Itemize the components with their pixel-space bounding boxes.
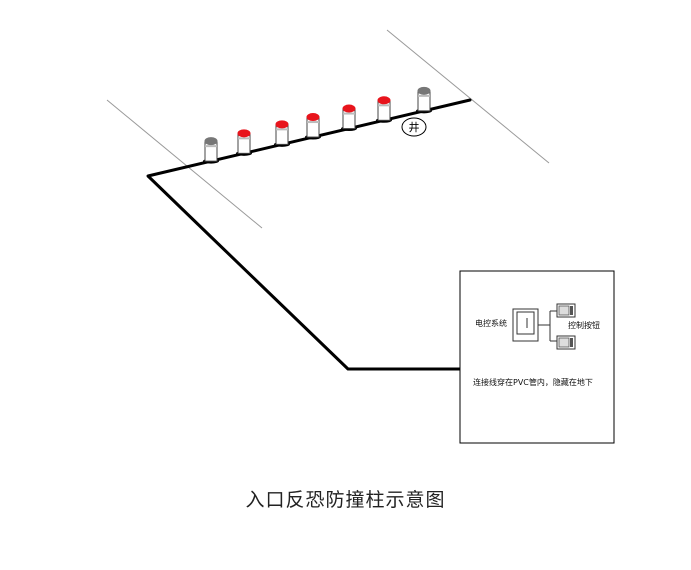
control-button-icon-bottom — [556, 335, 576, 350]
bollard-cap — [377, 96, 391, 105]
bollard-band — [205, 145, 217, 148]
bollard-cap — [306, 113, 320, 122]
electric-cabinet-icon — [512, 308, 539, 342]
bollard — [341, 104, 357, 132]
control-button-label: 控制按钮 — [568, 320, 600, 330]
bollard-band — [343, 112, 355, 115]
bollard-cap — [342, 104, 356, 113]
bollard-band — [307, 121, 319, 124]
cable-route — [146, 174, 484, 371]
bollard — [274, 120, 290, 147]
electric-control-label: 电控系统 — [475, 318, 507, 328]
bollard — [376, 96, 392, 123]
bollard-group — [203, 86, 432, 164]
bollard — [416, 86, 432, 114]
bollard-band — [238, 137, 250, 140]
bollard-cap — [417, 86, 431, 95]
cable-note: 连接线穿在PVC管内，隐藏在地下 — [473, 377, 593, 387]
bollard-band — [378, 104, 390, 107]
bollard-band — [418, 94, 430, 97]
bollard-band — [276, 128, 288, 131]
bollard-cap — [237, 129, 251, 138]
bollard — [305, 113, 321, 140]
well-marker-label: 井 — [409, 120, 420, 134]
bollard — [203, 137, 219, 164]
well-marker: 井 — [401, 117, 427, 137]
diagram-caption: 入口反恐防撞柱示意图 — [245, 489, 446, 511]
road-edge-left — [106, 99, 263, 229]
bollard — [236, 129, 252, 156]
bollard-cap — [275, 120, 289, 129]
bollard-cap — [204, 137, 218, 146]
control-button-icon-top — [556, 303, 576, 318]
control-box: 电控系统 控制按钮 连接线穿在PVC管内，隐藏在地下 — [459, 270, 615, 444]
road-edge-right — [386, 29, 550, 164]
